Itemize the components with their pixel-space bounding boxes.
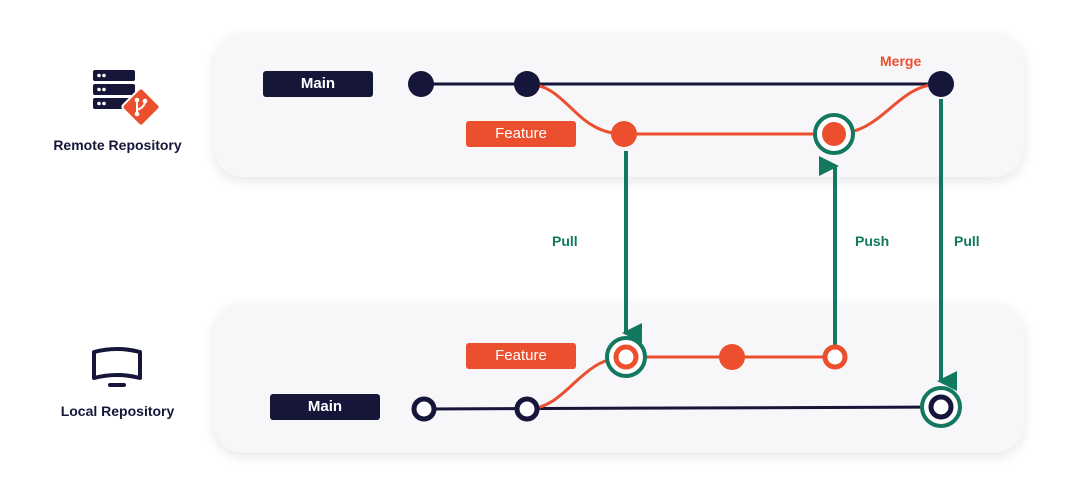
local-repository-panel: [214, 303, 1024, 453]
server-git-icon: [93, 70, 161, 127]
remote-repository-label: Remote Repository: [53, 137, 182, 153]
remote-merge-commit: [928, 71, 954, 97]
local-feature-commit-3: [822, 344, 848, 370]
remote-feature-line: [526, 82, 942, 136]
remote-feature-pushed-commit-core: [822, 122, 846, 146]
remote-main-branch-label: Main: [263, 71, 373, 97]
local-feature-pulled-commit-inner: [613, 344, 639, 370]
local-main-branch-label: Main: [270, 394, 380, 420]
remote-feature-commit-1: [611, 121, 637, 147]
local-main-pulled-commit-inner: [928, 394, 954, 420]
local-main-commit-1: [411, 396, 437, 422]
pull-label-right: Pull: [954, 233, 980, 249]
local-feature-commit-2: [719, 344, 745, 370]
local-feature-branch-label: Feature: [466, 343, 576, 369]
pull-label-left: Pull: [552, 233, 578, 249]
local-main-line: [423, 405, 942, 411]
remote-main-commit-1: [408, 71, 434, 97]
push-label: Push: [855, 233, 890, 249]
merge-label: Merge: [880, 53, 922, 69]
remote-repository-panel: [214, 33, 1024, 177]
local-main-commit-2: [514, 396, 540, 422]
monitor-icon: [92, 347, 142, 387]
remote-feature-branch-label: Feature: [466, 121, 576, 147]
remote-main-commit-2: [514, 71, 540, 97]
local-repository-label: Local Repository: [60, 403, 175, 419]
